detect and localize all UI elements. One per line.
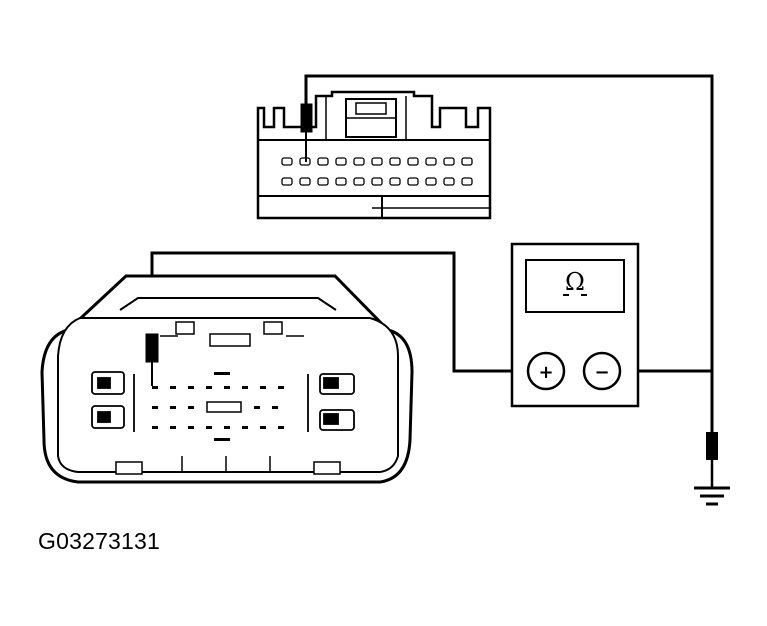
ground-symbol	[694, 432, 730, 506]
bottom-connector-latch	[160, 321, 304, 347]
minus-terminal: −	[582, 351, 622, 391]
bottom-connector	[40, 274, 414, 484]
bottom-probe	[145, 333, 159, 386]
top-connector	[256, 90, 492, 220]
plus-label: +	[538, 362, 553, 383]
ohmmeter: Ω + −	[510, 242, 640, 408]
figure-code: G03273131	[38, 528, 161, 554]
bottom-connector-side-terminals	[91, 371, 355, 432]
bottom-connector-pins	[152, 372, 284, 441]
top-connector-pins-row-1	[281, 157, 473, 166]
plus-terminal: +	[526, 351, 566, 391]
ohmmeter-display	[525, 259, 625, 313]
top-connector-pins-row-2	[281, 177, 473, 186]
ohm-symbol-feet	[563, 294, 587, 296]
wire-top-to-ground	[304, 74, 714, 435]
ohm-symbol: Ω	[565, 268, 585, 296]
bottom-connector-feet	[115, 456, 341, 475]
minus-label: −	[594, 362, 609, 383]
top-probe	[300, 103, 313, 162]
ground-probe	[706, 432, 718, 460]
